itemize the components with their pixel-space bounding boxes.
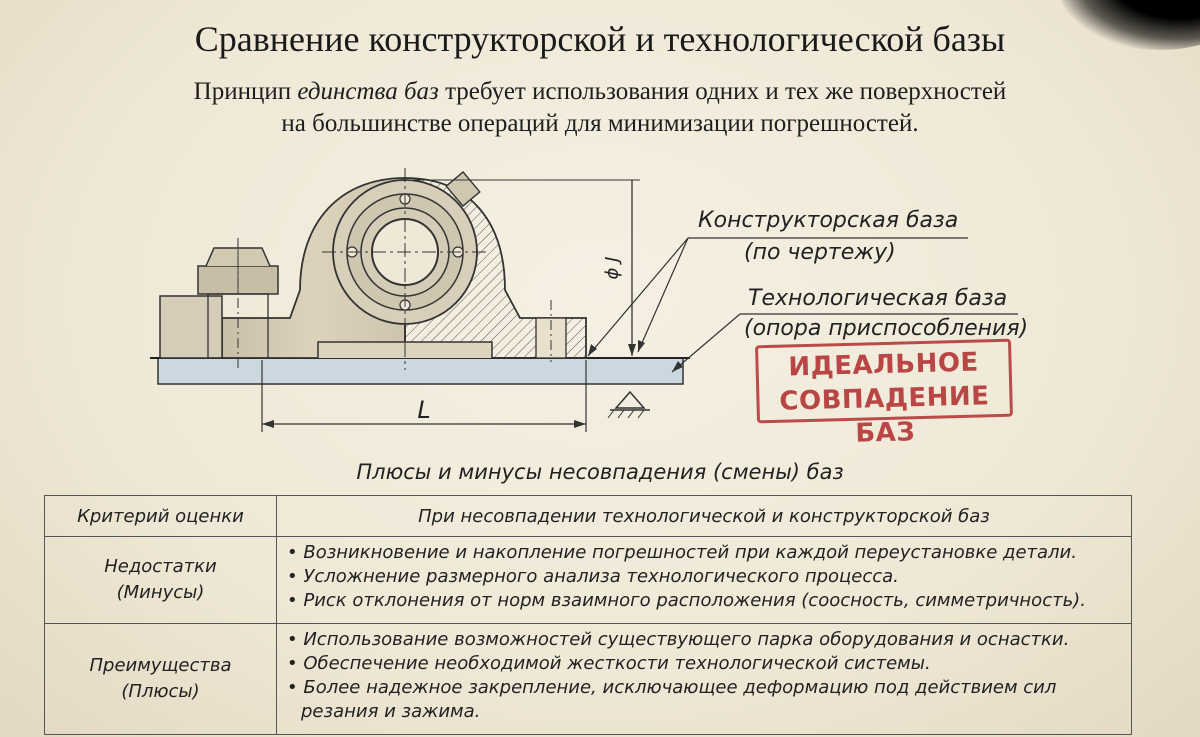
comparison-table: Критерий оценки При несовпадении техноло… — [44, 495, 1132, 735]
design-base-label: Конструкторская база — [698, 208, 959, 233]
list-item: Усложнение размерного анализа технологич… — [287, 565, 1123, 589]
table-header-row: Критерий оценки При несовпадении техноло… — [44, 495, 1132, 537]
criterion-advantages-title: Преимущества — [89, 655, 232, 676]
subtitle-line2: на большинстве операций для минимизации … — [281, 110, 919, 137]
design-base-note: (по чертежу) — [744, 240, 896, 265]
page-subtitle: Принцип единства баз требует использован… — [0, 76, 1200, 140]
leader-tech — [671, 313, 741, 373]
advantages-list: Использование возможностей существующего… — [287, 628, 1123, 724]
dim-L-label: L — [417, 396, 430, 424]
stamp-line2: СОВПАДЕНИЕ БАЗ — [779, 381, 990, 449]
criterion-disadvantages-title: Недостатки — [104, 556, 217, 577]
disadvantages-list: Возникновение и накопление погрешностей … — [287, 541, 1123, 613]
dim-phi-label: ϕ J — [602, 257, 623, 280]
table-row-advantages: Преимущества (Плюсы) Использование возмо… — [44, 623, 1132, 735]
subtitle-line1-end: требует использования одних и тех же пов… — [438, 78, 1007, 105]
disadvantages-list-cell: Возникновение и накопление погрешностей … — [276, 536, 1132, 624]
base-plate — [157, 357, 684, 385]
list-item: Более надежное закрепление, исключающее … — [287, 676, 1123, 724]
table-title: Плюсы и минусы несовпадения (смены) баз — [356, 460, 844, 484]
stamp-ideal-match: ИДЕАЛЬНОЕ СОВПАДЕНИЕ БАЗ — [755, 338, 1013, 449]
leader-design-2 — [637, 237, 689, 353]
list-item: Возникновение и накопление погрешностей … — [287, 541, 1123, 565]
leader-design-1 — [587, 237, 689, 357]
list-item: Обеспечение необходимой жесткости технол… — [287, 652, 1123, 676]
technical-drawing: L ϕ J — [150, 168, 1018, 432]
left-foot — [159, 295, 223, 359]
criterion-disadvantages-sub: (Минусы) — [116, 582, 205, 603]
list-item: Риск отклонения от норм взаимного распол… — [287, 589, 1123, 613]
criterion-disadvantages: Недостатки (Минусы) — [44, 536, 277, 624]
header-mismatch: При несовпадении технологической и конст… — [276, 495, 1132, 537]
criterion-advantages-sub: (Плюсы) — [121, 681, 200, 702]
subtitle-emphasis: единства баз — [297, 78, 439, 105]
page-title: Сравнение конструкторской и технологичес… — [194, 19, 1006, 59]
header-criterion: Критерий оценки — [44, 495, 277, 537]
list-item: Использование возможностей существующего… — [287, 628, 1123, 652]
support-symbol — [614, 390, 646, 409]
criterion-advantages: Преимущества (Плюсы) — [44, 623, 277, 735]
subtitle-line1-start: Принцип — [193, 78, 298, 105]
advantages-list-cell: Использование возможностей существующего… — [276, 623, 1132, 735]
tech-base-note: (опора приспособления) — [744, 316, 1029, 341]
table-row-disadvantages: Недостатки (Минусы) Возникновение и нако… — [44, 536, 1132, 624]
tech-base-label: Технологическая база — [748, 286, 1008, 311]
